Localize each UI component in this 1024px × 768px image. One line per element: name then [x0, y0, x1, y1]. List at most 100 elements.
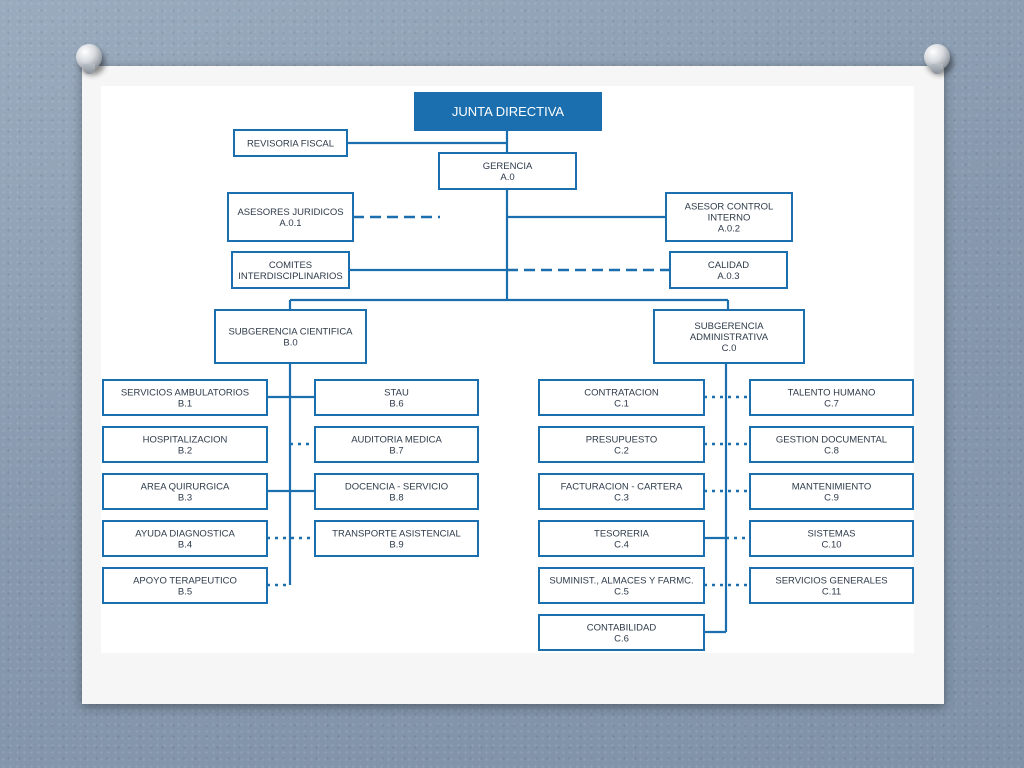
- org-box-revisoria: REVISORIA FISCAL: [233, 129, 348, 157]
- org-box-label: SUMINIST., ALMACES Y FARMC.: [549, 576, 693, 587]
- org-box-frame: [227, 192, 354, 242]
- org-box-label: C.6: [614, 634, 629, 645]
- org-box-label: C.11: [822, 587, 841, 598]
- org-box-label: C.0: [722, 343, 737, 354]
- org-box-label: TALENTO HUMANO: [788, 388, 876, 399]
- org-box-label: STAU: [384, 388, 409, 399]
- org-box-frame: [314, 520, 479, 557]
- org-box-label: ASESOR CONTROL: [685, 202, 774, 213]
- org-box-label: C.9: [824, 493, 839, 504]
- org-box-frame: [749, 520, 914, 557]
- org-box-label: CONTRATACION: [584, 388, 659, 399]
- org-box-frame: [538, 473, 705, 510]
- org-box-label: A.0.2: [718, 224, 740, 235]
- org-box-frame: [538, 567, 705, 604]
- org-box-label: CONTABILIDAD: [587, 623, 657, 634]
- org-box-label: ASESORES JURIDICOS: [237, 207, 343, 218]
- org-box-label: TESORERIA: [594, 529, 650, 540]
- org-box-label: B.4: [178, 540, 192, 551]
- org-box-label: AREA QUIRURGICA: [141, 482, 230, 493]
- org-box-label: INTERDISCIPLINARIOS: [238, 271, 343, 282]
- org-box-label: COMITES: [269, 260, 312, 271]
- org-box-label: A.0: [500, 172, 514, 183]
- org-box-frame: [233, 129, 348, 157]
- pushpin-right-icon: [924, 44, 950, 74]
- org-box-frame: [749, 473, 914, 510]
- org-box-frame: [538, 520, 705, 557]
- org-box-label: C.5: [614, 587, 629, 598]
- org-box-label: C.8: [824, 446, 839, 457]
- org-box-label: C.2: [614, 446, 629, 457]
- org-box-label: JUNTA DIRECTIVA: [452, 104, 565, 119]
- org-box-label: INTERNO: [708, 213, 751, 224]
- org-box-label: SUBGERENCIA: [694, 321, 764, 332]
- org-box-label: C.7: [824, 399, 839, 410]
- org-box-label: HOSPITALIZACION: [143, 435, 228, 446]
- org-box-label: A.0.3: [717, 271, 739, 282]
- org-box-label: AUDITORIA MEDICA: [351, 435, 442, 446]
- org-box-label: DOCENCIA - SERVICIO: [345, 482, 448, 493]
- pushpin-left-icon: [76, 44, 102, 74]
- org-box-label: ADMINISTRATIVA: [690, 332, 769, 343]
- org-box-frame: [538, 614, 705, 651]
- org-box-frame: [538, 379, 705, 416]
- org-box-label: CALIDAD: [708, 260, 749, 271]
- org-box-label: B.3: [178, 493, 192, 504]
- org-box-frame: [102, 426, 268, 463]
- org-box-label: PRESUPUESTO: [586, 435, 658, 446]
- org-box-frame: [102, 473, 268, 510]
- org-box-label: SUBGERENCIA CIENTIFICA: [228, 327, 353, 338]
- org-box-label: B.6: [389, 399, 403, 410]
- org-box-label: FACTURACION - CARTERA: [561, 482, 683, 493]
- org-box-frame: [214, 309, 367, 364]
- org-box-frame: [314, 426, 479, 463]
- org-box-frame: [749, 567, 914, 604]
- org-box-label: AYUDA DIAGNOSTICA: [135, 529, 235, 540]
- org-box-frame: [749, 426, 914, 463]
- org-box-label: GESTION DOCUMENTAL: [776, 435, 887, 446]
- org-box-c5: SUMINIST., ALMACES Y FARMC.C.5: [538, 567, 705, 604]
- org-box-label: C.1: [614, 399, 629, 410]
- org-box-label: B.1: [178, 399, 192, 410]
- org-box-title: JUNTA DIRECTIVA: [414, 92, 602, 131]
- org-box-frame: [231, 251, 350, 289]
- org-box-label: TRANSPORTE ASISTENCIAL: [332, 529, 461, 540]
- org-box-frame: [314, 473, 479, 510]
- org-box-frame: [102, 379, 268, 416]
- org-box-label: GERENCIA: [483, 161, 533, 172]
- org-box-label: B.2: [178, 446, 192, 457]
- org-box-frame: [749, 379, 914, 416]
- org-box-label: MANTENIMIENTO: [792, 482, 872, 493]
- org-box-frame: [102, 567, 268, 604]
- org-box-frame: [314, 379, 479, 416]
- org-box-label: SERVICIOS AMBULATORIOS: [121, 388, 249, 399]
- org-box-frame: [102, 520, 268, 557]
- org-box-label: B.7: [389, 446, 403, 457]
- org-box-label: B.8: [389, 493, 403, 504]
- org-box-label: APOYO TERAPEUTICO: [133, 576, 237, 587]
- org-box-frame: [665, 192, 793, 242]
